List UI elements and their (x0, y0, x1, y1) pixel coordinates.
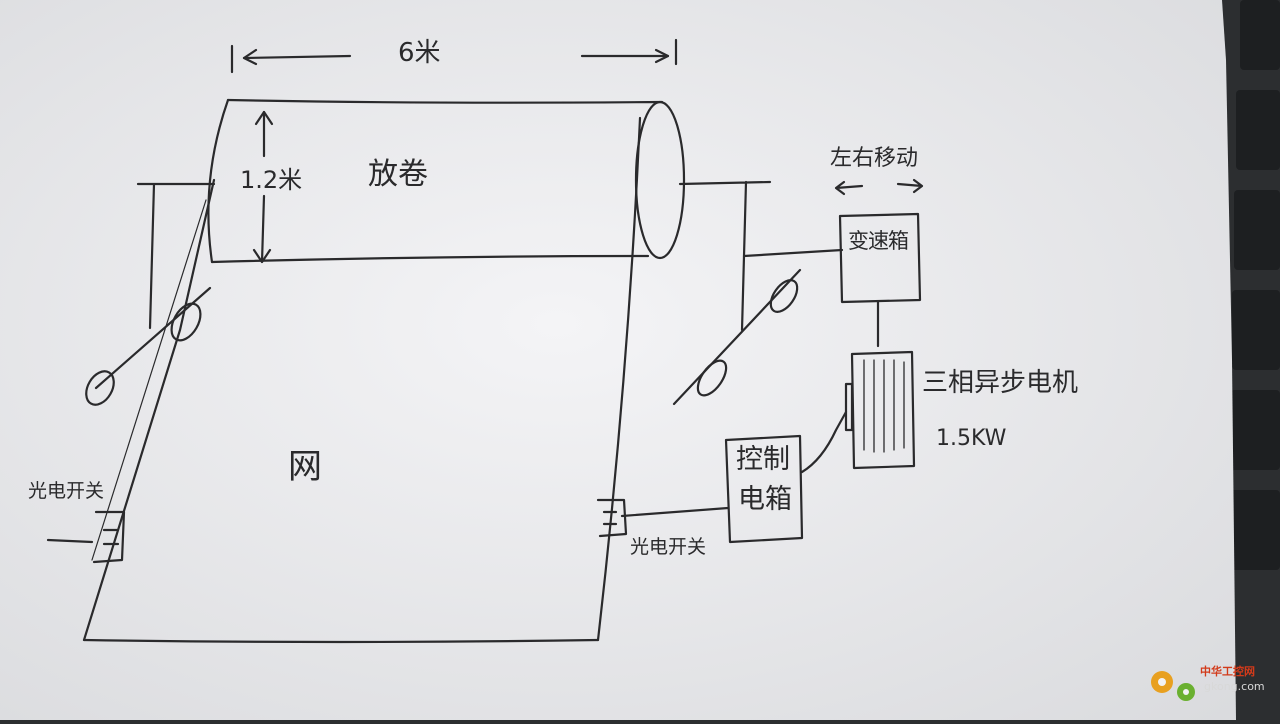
net-bottom-edge (82, 638, 600, 644)
net-right-edge (596, 116, 642, 642)
control-box-label-line1: 控制 (736, 444, 790, 475)
motor-body (850, 350, 916, 470)
keyboard-key (1236, 90, 1280, 170)
right-lower-roller (696, 359, 728, 397)
movement-label: 左右移动 (830, 146, 919, 171)
keyboard-key (1232, 290, 1280, 370)
left-shaft-bracket (136, 182, 216, 330)
gear-icon (1151, 671, 1195, 701)
width-dimension-line (230, 38, 678, 74)
keyboard-key (1240, 0, 1280, 70)
control-to-motor-wire (800, 410, 848, 474)
sensor-left-bracket (92, 510, 126, 564)
paper-sheet (0, 0, 1236, 720)
width-dimension-label: 6米 (398, 38, 441, 68)
sketch-lines (46, 38, 924, 644)
keyboard-key (1228, 490, 1280, 570)
sensor-to-control-wire (620, 506, 730, 518)
sensor-left-wire (46, 538, 94, 544)
roll-label: 放卷 (368, 157, 428, 192)
height-arrowhead-top (254, 110, 274, 126)
net-left-edge-guide (91, 199, 207, 561)
right-tension-arm (672, 268, 802, 406)
gearbox-label: 变速箱 (848, 229, 909, 253)
net-label: 网 (288, 447, 322, 487)
gearbox-box (838, 212, 922, 304)
motor-power-label: 1.5KW (936, 426, 1007, 451)
height-dimension-label: 1.2米 (240, 166, 303, 194)
movement-arrow-right (896, 178, 924, 194)
keyboard-key (1234, 190, 1280, 270)
right-gearbox-link (742, 248, 844, 258)
motor-fins (863, 359, 905, 453)
net-left-edge (82, 178, 216, 642)
roll-cylinder-bottom (210, 254, 650, 264)
height-arrowhead-bottom (252, 248, 272, 264)
width-arrowhead-left (242, 48, 258, 66)
keyboard-key (1230, 390, 1280, 470)
sensor-right-label: 光电开关 (630, 536, 707, 558)
roll-cylinder-top (226, 98, 664, 104)
right-upper-roller (769, 279, 799, 313)
watermark-url: gkong.com (1204, 680, 1265, 693)
sensor-left-label: 光电开关 (28, 480, 105, 502)
motor-label: 三相异步电机 (922, 368, 1079, 398)
control-box-label-line2: 电箱 (738, 484, 792, 515)
motor-end-cap (844, 382, 854, 432)
watermark-brand: 中华工控网 (1200, 665, 1255, 678)
height-dimension-line (260, 110, 266, 264)
width-arrowhead-right (654, 48, 670, 64)
left-lower-roller (85, 370, 115, 406)
roll-cylinder-left-end (207, 98, 230, 264)
movement-arrow-left (834, 180, 864, 196)
sensor-right-bracket (596, 498, 628, 538)
